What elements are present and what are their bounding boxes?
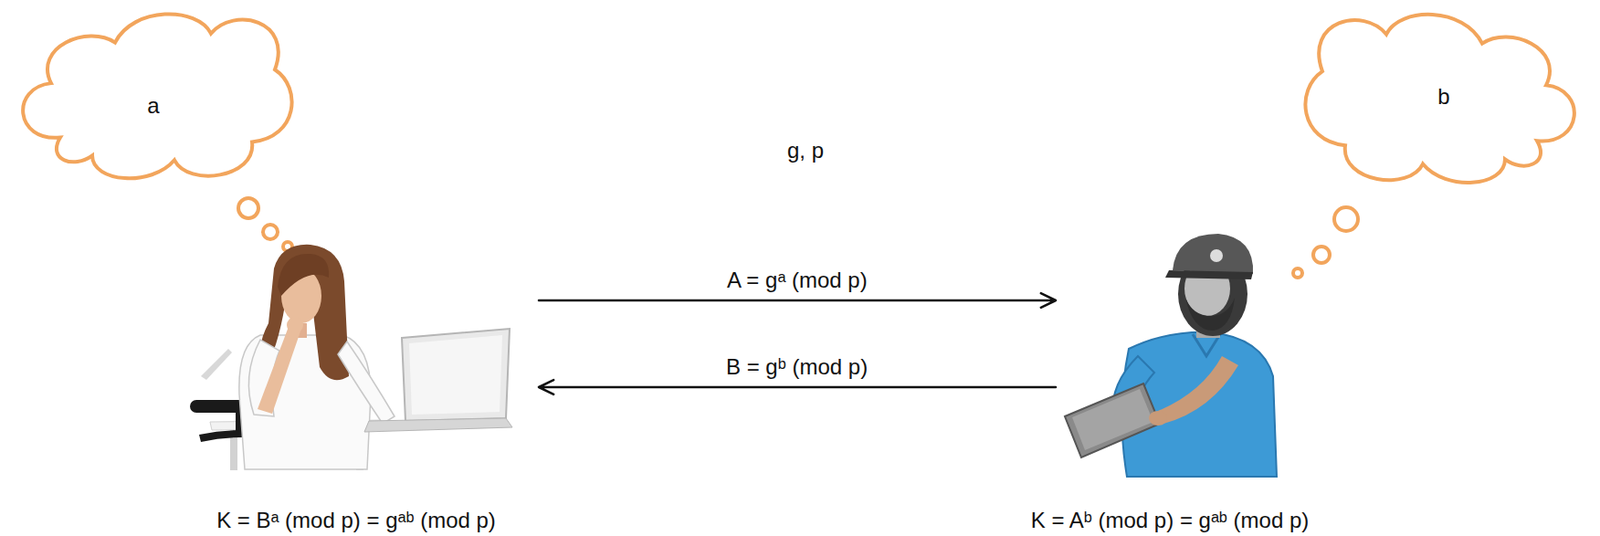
thought-bubbles (1293, 207, 1358, 278)
public-parameters: g, p (783, 137, 828, 164)
message-arrow (538, 379, 1056, 395)
shared-key-formula: K = Bᵃ (mod p) = gᵃᵇ (mod p) (216, 507, 496, 534)
thought-cloud: a (5, 1, 302, 190)
arrow-line (538, 293, 1056, 308)
thought-cloud: b (1295, 1, 1592, 194)
message-label: A = gᵃ (mod p) (723, 267, 872, 294)
arrow-line (538, 379, 1056, 395)
message-label: B = gᵇ (mod p) (722, 354, 872, 380)
shared-key-formula: K = Aᵇ (mod p) = gᵃᵇ (mod p) (1031, 507, 1310, 534)
secret-exponent: a (5, 93, 302, 119)
thought-bubbles (238, 198, 293, 252)
secret-exponent: b (1295, 84, 1592, 110)
woman-figure (189, 244, 513, 471)
message-arrow (538, 293, 1056, 308)
person-figure: K = Bᵃ (mod p) = gᵃᵇ (mod p) (173, 239, 539, 473)
man-figure (1064, 233, 1277, 477)
person-figure: K = Aᵇ (mod p) = gᵃᵇ (mod p) (1055, 228, 1285, 475)
